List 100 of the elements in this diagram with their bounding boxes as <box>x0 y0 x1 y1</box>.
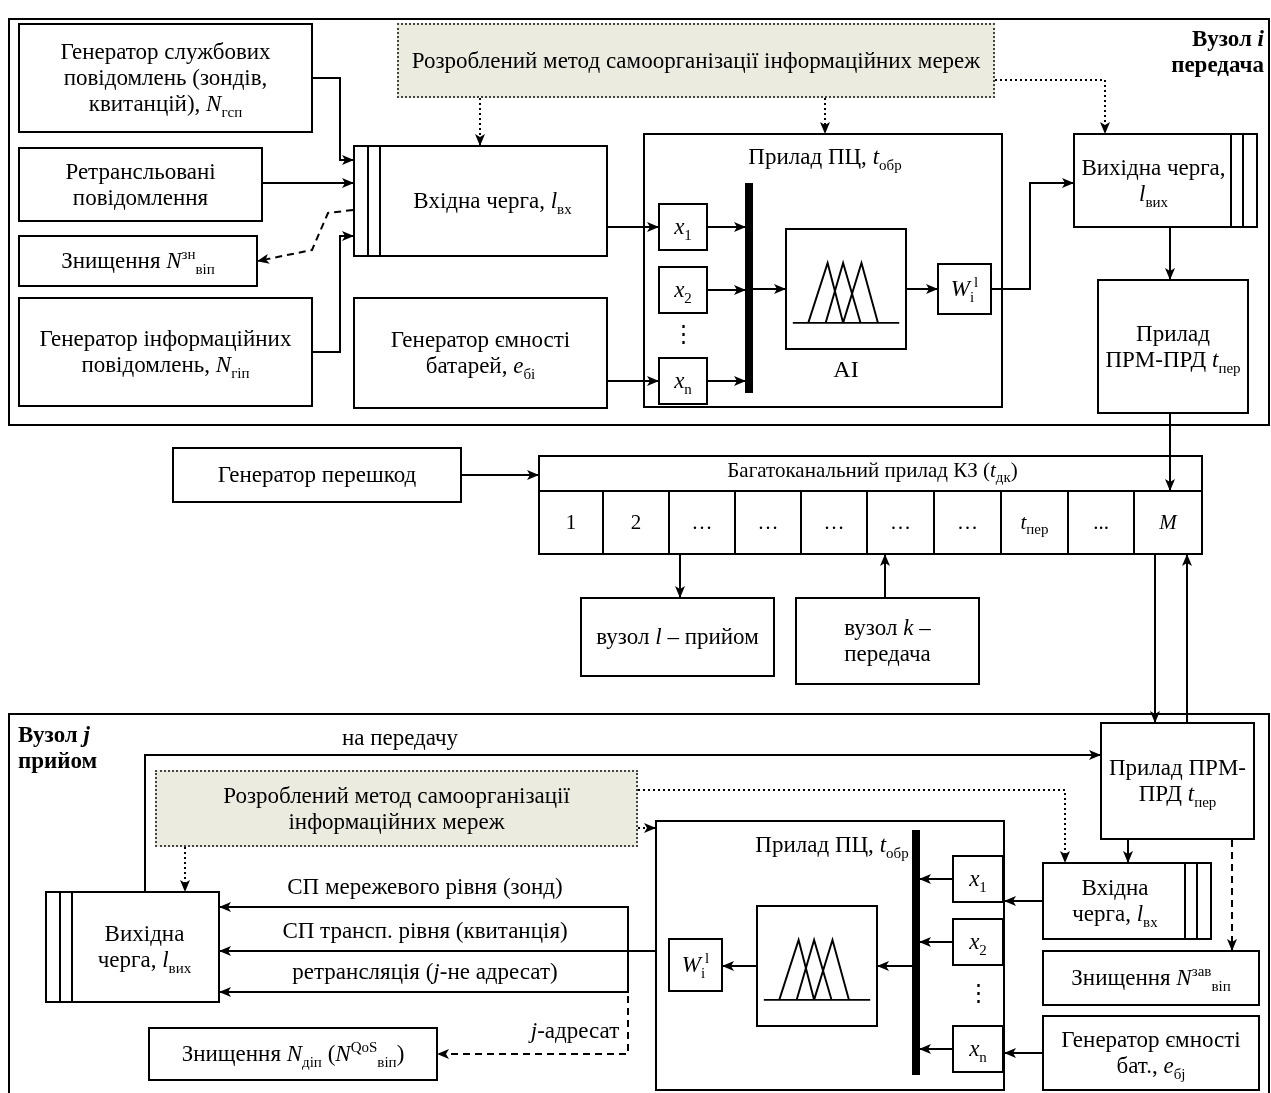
arrow <box>607 376 659 386</box>
box-label: Генератор ємності батарей, e$_{бi}$ <box>389 327 572 379</box>
process-box <box>580 597 775 677</box>
box-label: ... <box>1093 510 1109 535</box>
process-box <box>795 597 980 685</box>
arrow <box>707 285 746 295</box>
box-label: … <box>757 510 779 535</box>
input-box <box>952 918 1004 966</box>
method-box <box>397 23 995 98</box>
arrow <box>919 874 953 884</box>
box-label: Вхідна черга, l$_{вх}$ <box>1071 875 1159 927</box>
box-label: Вхідна черга, l$_{вх}$ <box>413 188 572 214</box>
box-label: Генератор перешкод <box>217 462 417 488</box>
arrow <box>877 961 913 971</box>
processor-frame <box>655 820 1005 1091</box>
queue-box <box>353 145 608 257</box>
arrow <box>257 209 354 264</box>
input-box <box>952 1025 1004 1073</box>
box-label: Вихідна черга, l$_{вих}$ <box>1081 154 1226 207</box>
output-box <box>668 938 723 992</box>
input-box <box>658 266 708 314</box>
process-box <box>18 297 313 407</box>
box-label: t$_{пер}$ <box>1020 510 1049 535</box>
box-label: x$_{1}$ <box>674 214 692 240</box>
arrow <box>919 1044 953 1054</box>
arrow <box>880 554 890 598</box>
arrow <box>461 470 539 480</box>
arrow <box>820 97 830 134</box>
edge-label: СП мережевого рівня (зонд) <box>285 874 565 898</box>
box-label: 2 <box>630 510 642 535</box>
arrow <box>180 846 190 892</box>
process-box <box>148 1027 438 1081</box>
input-box <box>658 357 708 405</box>
arrow <box>722 961 757 971</box>
box-label: Ретрансльовані повідомлення <box>64 158 217 211</box>
box-label: … <box>823 510 845 535</box>
fuzzy-block <box>756 905 878 1027</box>
node-frame <box>8 18 1270 426</box>
arrow <box>312 77 354 165</box>
arrow <box>1227 839 1237 951</box>
box-label: вузол l – прийом <box>596 624 759 650</box>
group-title: Вузол j прийом <box>18 722 99 775</box>
method-box <box>155 770 638 847</box>
box-label: x$_{1}$ <box>969 866 987 892</box>
process-box <box>353 297 608 409</box>
box-label: AI <box>832 356 860 384</box>
group-title: Прилад ПЦ, t$_{обр}$ <box>747 144 903 171</box>
arrow <box>707 222 746 232</box>
box-label: … <box>890 510 911 535</box>
arrow <box>707 376 746 386</box>
arrow <box>1165 413 1175 491</box>
arrow <box>675 554 685 598</box>
arrow <box>637 823 656 833</box>
box-label: Розроблений метод самоорганізації інформаційних мереж <box>411 47 981 74</box>
arrow <box>1004 896 1043 906</box>
arrow <box>475 97 485 146</box>
box-label: Вихідна черга, l$_{вих}$ <box>96 921 193 973</box>
box-label: Генератор службових повідомлень (зондів, квитанцій), N$_{гсп}$ <box>59 39 272 117</box>
box-label: Генератор інформаційних повідомлень, N$_{гіп}$ <box>38 326 293 378</box>
arrow <box>994 79 1110 134</box>
process-box <box>18 235 258 287</box>
box-label: x$_{2}$ <box>674 277 692 303</box>
arrow <box>919 937 953 947</box>
process-box <box>1042 1015 1260 1091</box>
arrow <box>312 231 354 353</box>
processor-frame <box>643 133 1003 408</box>
arrow <box>1150 554 1160 723</box>
transceiver-box <box>1100 722 1255 840</box>
box-label: вузол k – передача <box>843 615 932 667</box>
box-label: x$_{n}$ <box>674 368 692 394</box>
edge-label: СП трансп. рівня (квитанція) <box>280 918 570 942</box>
group-title: Прилад ПЦ, t$_{обр}$ <box>754 832 910 859</box>
output-box <box>937 263 992 315</box>
arrow <box>607 222 659 232</box>
arrow <box>1123 839 1133 863</box>
channel-device <box>538 455 1203 555</box>
process-box <box>18 147 263 222</box>
arrow <box>752 284 786 294</box>
queue-box <box>1042 862 1212 940</box>
process-box <box>172 447 462 503</box>
box-label: … <box>691 510 713 535</box>
queue-box <box>45 891 220 1003</box>
group-title: Вузол i передача <box>1170 26 1264 79</box>
process-box <box>18 23 313 133</box>
box-label: M <box>1159 510 1177 535</box>
arrow <box>262 178 354 188</box>
queue-box <box>1073 133 1258 228</box>
process-box <box>1042 950 1260 1006</box>
arrow <box>637 789 1070 863</box>
ellipsis-mark: ⋮ <box>671 321 695 345</box>
box-label: … <box>957 510 978 535</box>
arrow <box>1004 1048 1043 1058</box>
ellipsis-mark: ⋮ <box>966 980 990 1004</box>
box-label: x$_{n}$ <box>969 1036 987 1062</box>
bus-bar <box>912 830 920 1075</box>
input-box <box>658 203 708 251</box>
arrow <box>1182 554 1192 723</box>
group-title: Багатоканальний прилад КЗ (t$_{дк}$) <box>726 458 1019 483</box>
box-label: 1 <box>565 510 577 535</box>
bus-bar <box>745 183 753 393</box>
